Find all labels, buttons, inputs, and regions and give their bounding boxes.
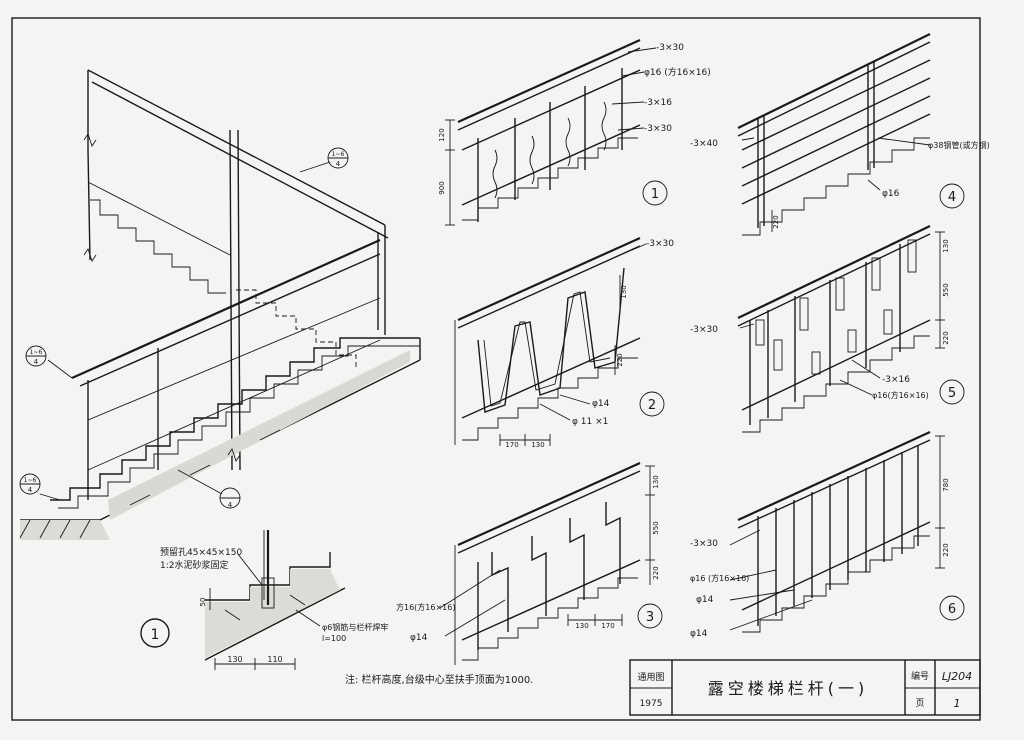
- title-block: [629, 659, 981, 716]
- panel-2-dim-4: 130: [531, 441, 544, 449]
- panel-5-dim-1: 130: [942, 239, 950, 252]
- title-block-number-value: LJ204: [942, 670, 972, 683]
- panel-1-label-4: -3×30: [644, 124, 672, 134]
- panel-4-number: 4: [948, 190, 956, 205]
- panel-1-number-circle: 1: [642, 180, 668, 206]
- sheet-border: [11, 17, 981, 721]
- overview-perspective: [19, 69, 421, 540]
- detail-label-mortar: 1:2水泥砂浆固定: [160, 559, 229, 571]
- callout-left-top: 1~6: [30, 349, 43, 356]
- panel-4-number-circle: 4: [939, 183, 965, 209]
- panel-5-drawing: [737, 225, 945, 433]
- drawing-title: 露空楼梯栏杆(一): [708, 679, 869, 698]
- panel-5-number: 5: [948, 386, 956, 401]
- detail-number-circle: 1: [140, 618, 170, 648]
- panel-6-dim-1: 780: [942, 478, 950, 491]
- title-block-number-label: 编号: [911, 670, 929, 682]
- general-note: 注: 栏杆高度,台级中心至扶手顶面为1000.: [345, 673, 533, 686]
- callout-upper-top: 1~6: [332, 151, 345, 158]
- panel-2-label-2: φ14: [592, 399, 610, 409]
- panel-6-drawing: [729, 431, 945, 633]
- panel-3-dim-3: 220: [652, 566, 660, 579]
- panel-2-number: 2: [648, 398, 656, 413]
- callout-upper: 1~6 4: [299, 147, 349, 173]
- panel-3-dim-4: 130: [575, 622, 588, 630]
- title-block-year: 1975: [640, 699, 663, 709]
- title-block-page-value: 1: [954, 697, 961, 710]
- panel-3-label-2: φ14: [410, 633, 428, 643]
- panel-3-dim-1: 130: [652, 475, 660, 488]
- panel-1-label-3: -3×16: [644, 98, 672, 108]
- panel-4-dim-1: 220: [772, 215, 780, 228]
- callout-upper-bottom: 4: [336, 160, 341, 168]
- callout-left-bottom: 4: [34, 358, 39, 366]
- panel-3-dim-5: 170: [601, 622, 614, 630]
- panel-4-drawing: [737, 33, 931, 236]
- panel-6-label-2: φ16 (方16×16): [690, 573, 749, 583]
- panel-6-number: 6: [948, 602, 956, 617]
- panel-2-dim-2: 220: [616, 353, 624, 366]
- panel-3-number-circle: 3: [637, 603, 663, 629]
- detail-label-rebar: φ6钢筋与栏杆焊牢: [322, 622, 388, 632]
- detail-dim-vertical: 50: [199, 598, 207, 607]
- panel-6-label-3: φ14: [696, 595, 714, 605]
- panel-1-dim-2: 900: [438, 181, 446, 194]
- detail-dim-left: 130: [227, 655, 242, 664]
- panel-1-label-2: φ16 (方16×16): [644, 66, 711, 78]
- panel-3-dim-2: 550: [652, 521, 660, 534]
- panel-3-drawing: [439, 461, 655, 665]
- detail-dim-right: 110: [267, 655, 282, 664]
- detail-label-hole: 预留孔45×45×150: [160, 546, 242, 558]
- panel-6-dim-2: 220: [942, 543, 950, 556]
- panel-2-dim-1: 130: [620, 285, 628, 298]
- panel-5-dim-2: 550: [942, 283, 950, 296]
- panel-2-label-1: -3×30: [646, 239, 674, 249]
- panel-6-number-circle: 6: [939, 595, 965, 621]
- panel-6-label-1: -3×30: [690, 539, 718, 549]
- title-block-general-label: 通用图: [637, 672, 664, 683]
- panel-2-drawing: [454, 236, 647, 446]
- callout-bottom-top: 1~6: [24, 477, 37, 484]
- detail-anchor: 130 110 50: [199, 530, 346, 670]
- panel-3-label-1: 方16(方16×16): [396, 602, 455, 612]
- callout-left: 1~6 4: [25, 345, 73, 379]
- callout-mid-bottom: 4: [228, 501, 233, 509]
- panel-4-label-3: φ16: [882, 189, 900, 199]
- detail-number: 1: [151, 627, 160, 643]
- panel-1-dim-1: 120: [438, 128, 446, 141]
- detail-label-rebar-len: l=100: [322, 634, 346, 643]
- callout-mid: 4: [177, 469, 241, 509]
- panel-3-number: 3: [646, 610, 654, 625]
- panel-4-label-1: -3×40: [690, 139, 718, 149]
- panel-2-number-circle: 2: [639, 391, 665, 417]
- panel-1-drawing: [445, 38, 657, 226]
- panel-5-dim-3: 220: [942, 331, 950, 344]
- panel-5-number-circle: 5: [939, 379, 965, 405]
- panel-5-label-1: -3×30: [690, 325, 718, 335]
- panel-2-label-3: φ 11 ×1: [572, 417, 608, 427]
- panel-1-label-1: -3×30: [656, 43, 684, 53]
- title-block-page-label: 页: [915, 698, 924, 709]
- panel-2-dim-3: 170: [505, 441, 518, 449]
- callout-bottom-bottom: 4: [28, 486, 33, 494]
- panel-5-label-2: -3×16: [882, 375, 910, 385]
- panel-4-label-2: φ38钢管(或方钢): [928, 140, 990, 150]
- panel-6-label-4: φ14: [690, 629, 708, 639]
- callout-bottom: 1~6 4: [19, 473, 61, 501]
- panel-1-number: 1: [651, 187, 659, 202]
- panel-5-label-3: φ16(方16×16): [872, 390, 929, 400]
